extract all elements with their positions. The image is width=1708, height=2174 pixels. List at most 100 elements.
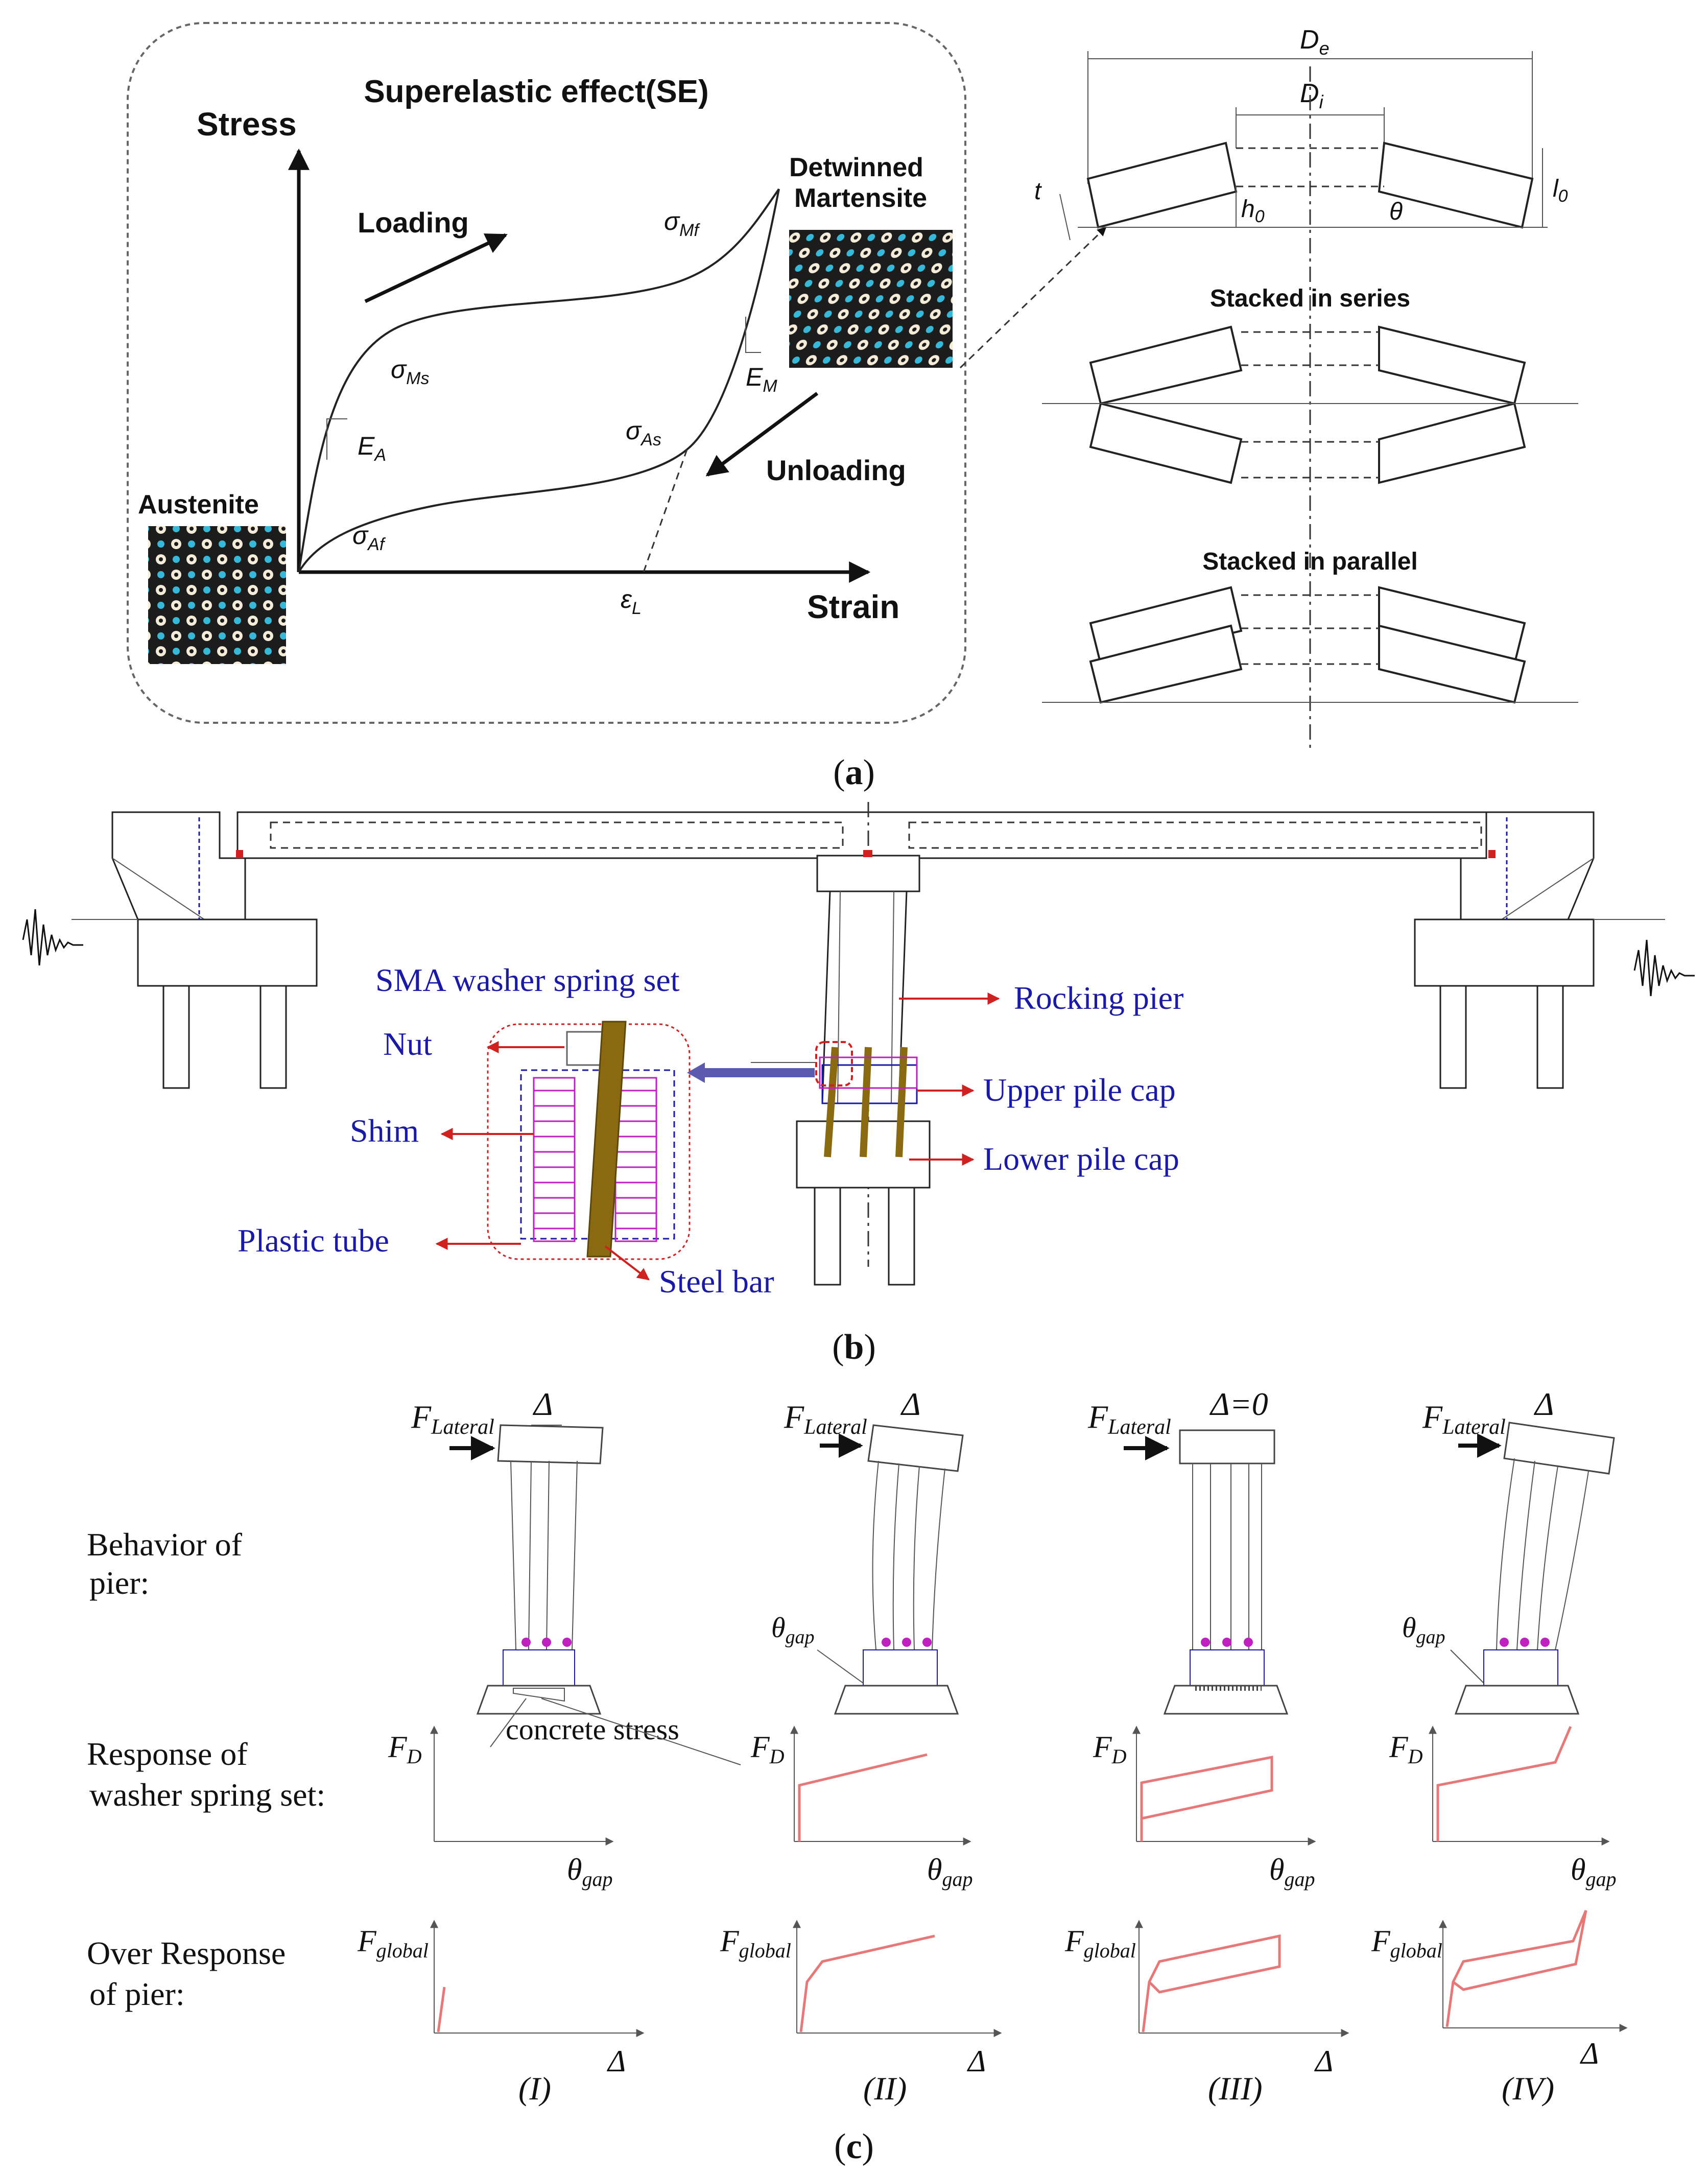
- washer-response-curve-2: [798, 1753, 928, 1841]
- case-label-1: (I): [518, 2070, 551, 2107]
- rocking-pier-label: Rocking pier: [1014, 980, 1183, 1016]
- left-abutment: [111, 811, 246, 920]
- fd-label-2: FD: [750, 1730, 785, 1768]
- loading-arrow: [364, 233, 508, 303]
- washer-pointer-line: [959, 226, 1107, 369]
- martensite-label-2: Martensite: [794, 183, 927, 213]
- f-lateral-label-4: FLateral: [1422, 1399, 1506, 1439]
- e-m-slope-marker: [745, 317, 761, 353]
- theta-gap-label-4: θgap: [1402, 1612, 1445, 1648]
- e-a-label: EA: [358, 432, 386, 465]
- unloading-arrow: [705, 392, 819, 477]
- delta-axis-1: Δ: [607, 2044, 626, 2078]
- fglobal-label-2: Fglobal: [720, 1924, 791, 1962]
- delta-label-4: Δ: [1533, 1386, 1554, 1422]
- detail-callout-box: [815, 1041, 853, 1086]
- washer-left-half: [1086, 141, 1238, 229]
- fglobal-label-3: Fglobal: [1064, 1924, 1136, 1962]
- theta-gap-axis-3: θgap: [1269, 1853, 1315, 1891]
- sma-washer-label: SMA washer spring set: [375, 962, 680, 998]
- sigma-ms-label: σMs: [391, 355, 429, 388]
- theta-gap-label-2: θgap: [771, 1612, 815, 1648]
- e-a-slope-marker: [326, 418, 347, 460]
- ground-motion-left-icon: [22, 909, 83, 966]
- global-response-loop-3: [1142, 1934, 1281, 2033]
- steel-bar-2: [860, 1047, 872, 1157]
- stress-axis-label: Stress: [197, 106, 297, 143]
- fglobal-label-1: Fglobal: [357, 1924, 429, 1962]
- pier-cap-beam: [816, 855, 920, 892]
- case-2: FLateral Δ θgap FD θgap Fglobal Δ: [720, 1386, 1002, 2107]
- row-washer-label-1: Response of: [87, 1736, 248, 1772]
- global-response-curve-2: [799, 1934, 935, 2033]
- case-3: FLateral Δ=0 FD θgap Fglobal: [1064, 1386, 1349, 2107]
- row-behavior-label-2: pier:: [89, 1565, 149, 1601]
- upper-pile-cap-label: Upper pile cap: [983, 1072, 1176, 1108]
- sigma-as-label: σAs: [626, 416, 661, 450]
- detail-steel-bar: [586, 1021, 627, 1258]
- delta-label-2: Δ: [900, 1386, 921, 1422]
- l0-label: l0: [1553, 175, 1568, 206]
- loading-label: Loading: [358, 206, 469, 239]
- row-pier-label-1: Over Response: [87, 1935, 286, 1971]
- parallel-label: Stacked in parallel: [1202, 548, 1418, 575]
- ground-motion-right-icon: [1633, 939, 1695, 997]
- eps-l-label: εL: [621, 585, 642, 618]
- unloading-label: Unloading: [766, 454, 906, 486]
- plastic-tube-label: Plastic tube: [238, 1222, 389, 1259]
- austenite-label: Austenite: [138, 490, 259, 519]
- concrete-stress-label: concrete stress: [506, 1713, 679, 1746]
- unloading-curve: [298, 188, 780, 573]
- residual-strain-line: [643, 449, 688, 573]
- case-4: FLateral Δ θgap FD θgap Fglobal Δ: [1371, 1386, 1628, 2107]
- steel-bar-3: [895, 1047, 908, 1157]
- nut-label: Nut: [383, 1026, 432, 1062]
- theta-gap-axis-1: θgap: [567, 1853, 612, 1891]
- detail-link-arrowhead: [687, 1062, 705, 1083]
- delta-axis-2: Δ: [967, 2044, 986, 2078]
- austenite-lattice-image: [148, 526, 286, 664]
- washer-response-curve-4: [1436, 1726, 1572, 1841]
- steel-bar-1: [824, 1047, 839, 1157]
- row-pier-label-2: of pier:: [89, 1976, 185, 2012]
- fglobal-label-4: Fglobal: [1371, 1924, 1442, 1962]
- panel-a: Superelastic effect(SE) Stress Strain Lo…: [127, 22, 1578, 792]
- f-lateral-label-2: FLateral: [784, 1399, 867, 1439]
- h0-label: h0: [1241, 196, 1265, 226]
- se-box-title: Superelastic effect(SE): [364, 74, 708, 109]
- steel-bar-label: Steel bar: [659, 1263, 774, 1299]
- martensite-lattice-image: [789, 230, 953, 368]
- delta-label-1: Δ: [532, 1386, 553, 1422]
- delta-axis-3: Δ: [1314, 2044, 1333, 2078]
- row-behavior-label-1: Behavior of: [87, 1526, 243, 1563]
- theta-gap-axis-2: θgap: [927, 1853, 972, 1891]
- series-label: Stacked in series: [1210, 285, 1410, 312]
- delta-zero-label: Δ=0: [1209, 1386, 1268, 1422]
- panel-c: Behavior of pier: Response of washer spr…: [87, 1386, 1628, 2166]
- caption-c: (c): [834, 2127, 874, 2166]
- se-dashed-box: [127, 22, 966, 724]
- strain-axis-label: Strain: [807, 588, 899, 625]
- t-label: t: [1034, 178, 1042, 205]
- sigma-af-label: σAf: [352, 521, 386, 554]
- lower-pile-cap-label: Lower pile cap: [983, 1141, 1179, 1177]
- caption-b: (b): [832, 1328, 876, 1367]
- detail-washer-view: [487, 1023, 691, 1260]
- case-1: FLateral Δ concrete stress FD θgap: [357, 1386, 741, 2107]
- de-label: De: [1300, 25, 1330, 59]
- e-m-label: EM: [746, 363, 777, 396]
- right-abutment: [1460, 811, 1595, 920]
- shim-label: Shim: [350, 1113, 419, 1149]
- global-response-loop-4: [1445, 1910, 1587, 2027]
- panel-b: SMA washer spring set Nut Shim Plastic t…: [22, 802, 1695, 1367]
- fd-label-4: FD: [1389, 1730, 1423, 1768]
- theta-gap-axis-4: θgap: [1571, 1853, 1616, 1891]
- case-label-4: (IV): [1502, 2070, 1554, 2107]
- t-dim: [1059, 194, 1071, 241]
- caption-a: (a): [833, 753, 875, 792]
- martensite-label-1: Detwinned: [789, 153, 923, 182]
- concrete-stress-block: [513, 1688, 565, 1702]
- detail-washer-stack: [533, 1077, 657, 1242]
- f-lateral-label-3: FLateral: [1087, 1399, 1171, 1439]
